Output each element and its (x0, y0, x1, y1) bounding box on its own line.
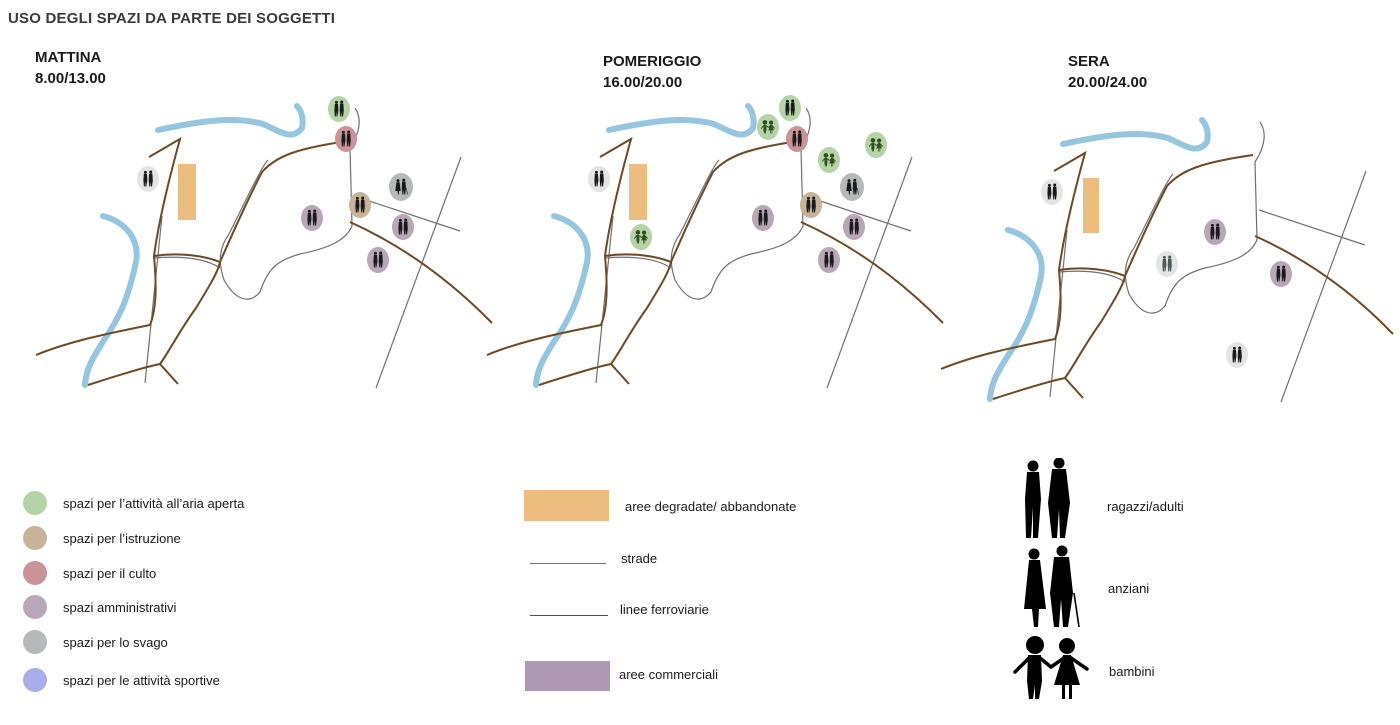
legend-dot (23, 491, 47, 515)
marker (1204, 219, 1226, 245)
legend-item-administrative: spazi amministrativi (23, 595, 176, 619)
marker (1270, 261, 1292, 287)
legend-label: spazi amministrativi (63, 599, 177, 615)
children-figure-icon (1013, 636, 1089, 699)
marker (588, 166, 610, 192)
degraded-area (178, 164, 196, 220)
panel-time: 8.00/13.00 (35, 70, 106, 87)
legend-item-worship: spazi per il culto (23, 561, 156, 585)
panel-time: 16.00/20.00 (603, 74, 683, 91)
railways (35, 136, 493, 386)
marker (779, 95, 801, 121)
legend-label-railways: linee ferroviarie (620, 602, 709, 617)
legend-label-elderly: anziani (1108, 581, 1150, 596)
roads (1049, 121, 1367, 403)
river (987, 227, 1045, 402)
panel-name: POMERIGGIO (603, 53, 702, 70)
legend-label: spazi per lo svago (63, 634, 168, 650)
degraded-area (1083, 178, 1099, 233)
legend-label: spazi per il culto (63, 565, 157, 581)
marker (818, 147, 840, 173)
marker (800, 192, 822, 218)
legend-swatch-degraded (524, 490, 609, 521)
marker (843, 214, 865, 240)
marker (335, 126, 357, 152)
river (533, 213, 591, 388)
page-title: USO DEGLI SPAZI DA PARTE DEI SOGGETTI (8, 10, 336, 27)
degraded-area (629, 164, 647, 220)
legend-item-leisure: spazi per lo svago (23, 630, 168, 654)
legend-label: spazi per l’istruzione (63, 530, 181, 546)
legend-dot (23, 668, 47, 692)
marker (367, 247, 389, 273)
marker (757, 114, 779, 140)
marker (328, 96, 350, 122)
railways (940, 150, 1394, 400)
legend-item-outdoor: spazi per l’attività all’aria aperta (23, 491, 244, 515)
panel-name: SERA (1068, 53, 1110, 70)
legend-label: spazi per le attività sportive (63, 672, 220, 688)
legend-line-railways (530, 615, 608, 616)
marker (1226, 342, 1248, 368)
legend-label-adults: ragazzi/adulti (1107, 499, 1184, 514)
map-evening (940, 117, 1394, 403)
river (606, 103, 757, 138)
marker (840, 173, 864, 201)
marker (392, 214, 414, 240)
marker (1041, 179, 1063, 205)
legend-label-commercial: aree commerciali (619, 667, 718, 682)
river (82, 213, 140, 388)
map-morning (35, 96, 493, 389)
legend-label-degraded: aree degradate/ abbandonate (625, 499, 797, 514)
legend-label-roads: strade (621, 551, 658, 566)
roads (595, 107, 913, 389)
marker (389, 173, 413, 201)
legend-dot (23, 630, 47, 654)
panel-time: 20.00/24.00 (1068, 74, 1148, 91)
railways (486, 136, 944, 386)
marker (752, 205, 774, 231)
panel-heading-morning: MATTINA 8.00/13.00 (35, 47, 106, 89)
marker (865, 132, 887, 158)
marker (349, 192, 371, 218)
panel-heading-afternoon: POMERIGGIO 16.00/20.00 (603, 51, 701, 93)
marker (301, 205, 323, 231)
legend-swatch-commercial (525, 661, 610, 691)
river (155, 103, 306, 138)
legend-item-sports: spazi per le attività sportive (23, 668, 220, 692)
marker (630, 224, 652, 250)
legend-label: spazi per l’attività all’aria aperta (63, 495, 245, 511)
legend-dot (23, 526, 47, 550)
marker (786, 126, 808, 152)
marker (137, 166, 159, 192)
legend-dot (23, 595, 47, 619)
legend-item-education: spazi per l’istruzione (23, 526, 181, 550)
adults-figure-icon (1025, 458, 1070, 538)
elderly-figure-icon (1024, 545, 1080, 628)
river (1060, 117, 1211, 152)
marker (818, 247, 840, 273)
legend-dot (23, 561, 47, 585)
panel-name: MATTINA (35, 49, 102, 66)
map-afternoon (486, 95, 944, 389)
legend-line-roads (530, 563, 606, 564)
marker (1156, 251, 1178, 277)
panel-heading-evening: SERA 20.00/24.00 (1068, 51, 1147, 93)
legend-label-children: bambini (1109, 664, 1155, 679)
